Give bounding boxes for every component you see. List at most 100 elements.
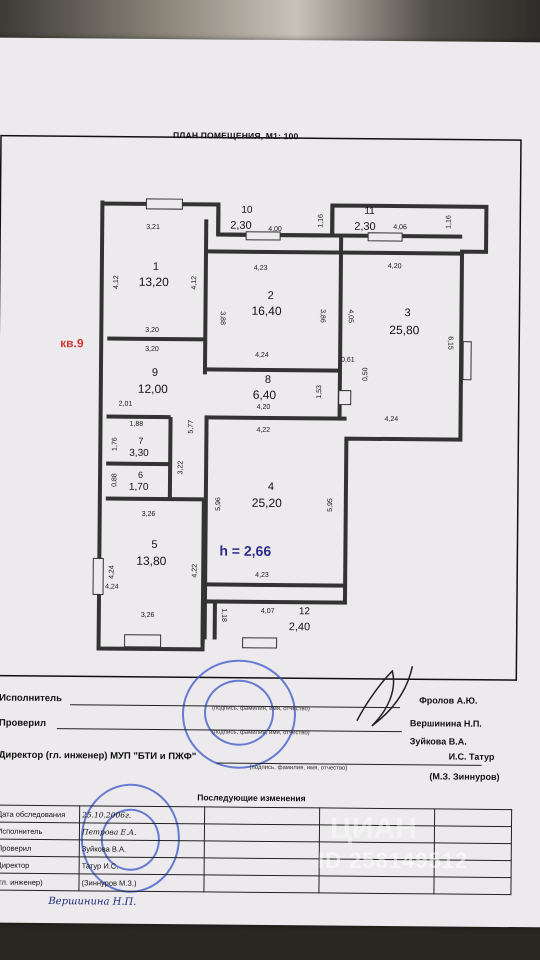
dimension: 1,18 xyxy=(220,608,228,622)
dimension: 4,24 xyxy=(255,351,269,359)
dimension: 1,16 xyxy=(445,215,453,229)
room-area: 3,30 xyxy=(129,447,149,459)
window xyxy=(245,231,281,241)
row-label: (гл. инженер) xyxy=(0,873,80,891)
room-number: 9 xyxy=(151,366,159,379)
dimension: 4,06 xyxy=(393,224,407,232)
dimension: 4,12 xyxy=(112,275,121,289)
dimension: 4,12 xyxy=(190,275,199,290)
room-area: 25,80 xyxy=(389,323,420,338)
director-hint: (подпись, фамилия, имя, отчество) xyxy=(249,764,348,772)
dimension: 2,01 xyxy=(118,400,133,408)
director-name-2: (М.З. Зиннуров) xyxy=(429,771,500,782)
row-value: 25.10.2006г. xyxy=(79,805,205,824)
official-stamp-inner xyxy=(203,679,275,747)
dimension: 4,24 xyxy=(105,583,119,591)
checked-label: Проверил xyxy=(0,717,47,730)
dimension: 3,88 xyxy=(218,311,226,325)
floor-plan xyxy=(0,134,522,681)
executor-name: Фролов А.Ю. xyxy=(419,695,478,706)
dimension: 4,22 xyxy=(256,426,271,434)
row-label: Директор xyxy=(0,856,80,874)
dimension: 4,20 xyxy=(256,403,271,411)
room-area: 13,20 xyxy=(138,274,169,290)
room-number: 1 xyxy=(152,260,160,273)
checked-name-2: Зуйкова В.А. xyxy=(409,736,467,747)
signature-mark xyxy=(356,666,414,727)
dimension: 4,23 xyxy=(253,264,268,272)
dimension: 3,86 xyxy=(318,309,326,323)
room-area: 1,70 xyxy=(128,481,149,493)
dimension: 4,07 xyxy=(260,607,275,616)
room-area: 2,30 xyxy=(230,219,252,232)
window xyxy=(367,232,403,242)
room-area: 25,20 xyxy=(251,495,282,511)
dimension: 4,05 xyxy=(346,309,354,324)
row-value: Татур И.С. xyxy=(79,856,205,875)
dimension: 0,50 xyxy=(362,367,370,382)
checked-hint: (подпись, фамилия, имя, отчество) xyxy=(211,729,310,737)
wall xyxy=(337,235,344,419)
plan-frame xyxy=(0,134,522,681)
dimension: 0,61 xyxy=(341,356,355,364)
window xyxy=(124,634,162,648)
wall xyxy=(204,367,340,373)
room-number: 2 xyxy=(267,289,274,302)
row-label: Проверил xyxy=(0,839,80,857)
room-number: 7 xyxy=(138,435,144,446)
row-label: Дата обследования xyxy=(0,805,80,823)
director-label: Директор (гл. инженер) МУП "БТИ и ПЖФ" xyxy=(0,749,197,763)
document-sheet: ПЛАН ПОМЕЩЕНИЯ, М1: 100 xyxy=(0,37,540,928)
background-strip xyxy=(0,0,540,42)
wall xyxy=(205,582,346,588)
room-area: 13,80 xyxy=(136,553,167,569)
table-row: (гл. инженер) (Зиннуров М.З.) xyxy=(0,873,512,895)
dimension: 1,53 xyxy=(316,385,324,399)
room-number: 11 xyxy=(364,205,375,217)
dimension: 4,23 xyxy=(255,571,269,579)
dimension: 4,24 xyxy=(384,415,399,424)
room-area: 16,40 xyxy=(251,303,282,319)
row-value: Зуйкова В.А. xyxy=(79,839,205,858)
dimension: 4,24 xyxy=(108,565,116,579)
dimension: 3,20 xyxy=(145,326,159,334)
row-value: Петрова Е.А. xyxy=(79,822,205,841)
watermark-id: ID 258149512 xyxy=(318,848,469,873)
dimension: 3,20 xyxy=(145,345,159,353)
handwritten-signature: Вершинина Н.П. xyxy=(48,896,137,908)
window xyxy=(242,637,278,649)
window xyxy=(145,198,183,210)
room-number: 5 xyxy=(151,538,158,551)
wall xyxy=(167,417,173,500)
room-number: 8 xyxy=(264,373,272,386)
dimension: 3,21 xyxy=(146,223,160,231)
director-name: И.С. Татур xyxy=(448,751,495,762)
wall xyxy=(107,336,206,342)
dimension: 3,22 xyxy=(177,460,185,475)
column xyxy=(338,390,352,406)
dimension: 0,88 xyxy=(111,473,119,487)
dimension: 5,77 xyxy=(187,419,195,434)
dimension: 3,26 xyxy=(140,611,155,619)
wall xyxy=(105,496,204,502)
changes-heading: Последующие изменения xyxy=(197,792,306,804)
dimension: 1,76 xyxy=(111,437,119,451)
room-number: 3 xyxy=(404,307,411,320)
room-area: 12,00 xyxy=(137,381,168,397)
executor-hint: (подпись, фамилия, имя, отчество) xyxy=(211,705,310,713)
executor-label: Исполнитель xyxy=(0,692,62,705)
room-number: 6 xyxy=(138,469,144,480)
dimension: 4,20 xyxy=(387,262,402,271)
wall xyxy=(202,219,209,375)
wall xyxy=(106,461,171,467)
dimension: 1,88 xyxy=(129,420,144,428)
room-area: 2,30 xyxy=(354,220,376,233)
wall xyxy=(106,414,171,420)
room-area: 6,40 xyxy=(252,387,277,403)
dimension: 3,26 xyxy=(141,510,156,518)
wall xyxy=(204,415,347,421)
dimension: 5,95 xyxy=(327,498,335,512)
dimension: 5,96 xyxy=(215,497,223,511)
apartment-label: кв.9 xyxy=(60,336,84,351)
row-label: Исполнитель xyxy=(0,822,80,840)
